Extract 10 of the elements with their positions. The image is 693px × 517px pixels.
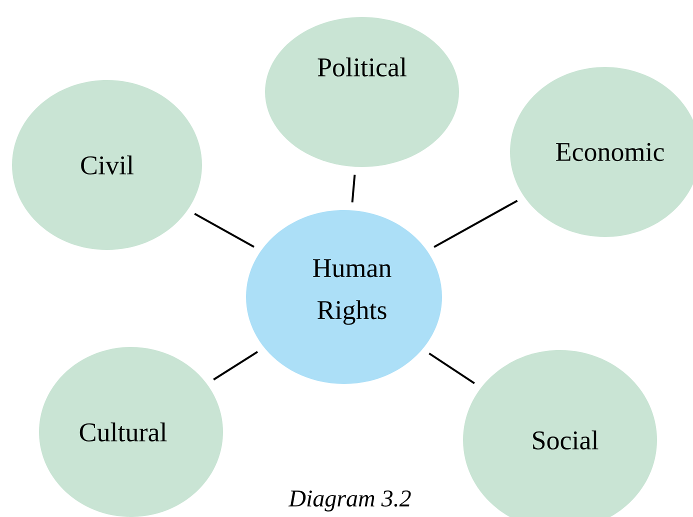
ellipse-node: Civil <box>12 80 202 250</box>
ellipse-node: Human Rights <box>246 210 442 384</box>
connector-line <box>434 200 518 248</box>
connector-line <box>194 212 254 248</box>
ellipse-node: Political <box>265 17 459 167</box>
caption: Diagram 3.2 <box>288 490 411 512</box>
ellipse-node: Cultural <box>39 347 223 517</box>
connector-line <box>213 350 258 380</box>
connector-line <box>428 352 475 384</box>
connector-line <box>351 174 356 202</box>
